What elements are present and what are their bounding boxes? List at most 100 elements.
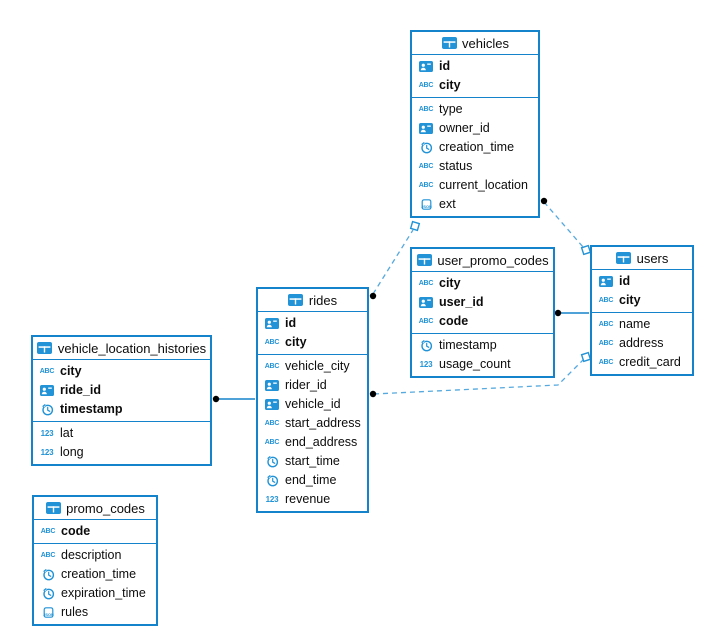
- column-row[interactable]: JSON ext: [412, 195, 538, 214]
- string-type-icon: ABC: [418, 182, 434, 189]
- string-type-icon: ABC: [418, 106, 434, 113]
- column-row[interactable]: id: [592, 272, 692, 291]
- column-name: description: [61, 548, 122, 563]
- column-row[interactable]: end_time: [258, 471, 367, 490]
- column-row[interactable]: creation_time: [34, 565, 156, 584]
- column-name: status: [439, 159, 473, 174]
- timestamp-type-icon: [264, 474, 280, 487]
- timestamp-type-icon: [418, 141, 434, 154]
- table-header[interactable]: promo_codes: [34, 497, 156, 520]
- column-name: type: [439, 102, 463, 117]
- json-type-icon: JSON: [418, 198, 434, 211]
- column-row[interactable]: user_id: [412, 293, 553, 312]
- column-name: creation_time: [61, 567, 137, 582]
- column-name: start_address: [285, 416, 361, 431]
- string-type-icon: ABC: [264, 439, 280, 446]
- column-row[interactable]: ABC vehicle_city: [258, 357, 367, 376]
- table-header[interactable]: rides: [258, 289, 367, 312]
- column-row[interactable]: vehicle_id: [258, 395, 367, 414]
- number-type-icon: 123: [265, 495, 279, 504]
- column-name: ext: [439, 197, 456, 212]
- relationship-vehicles-users: [540, 197, 592, 256]
- column-row[interactable]: ABC end_address: [258, 433, 367, 452]
- column-row[interactable]: expiration_time: [34, 584, 156, 603]
- column-row[interactable]: owner_id: [412, 119, 538, 138]
- timestamp-type-icon: [264, 455, 280, 468]
- column-row[interactable]: ABC description: [34, 546, 156, 565]
- table-header[interactable]: vehicle_location_histories: [33, 337, 210, 360]
- string-type-icon: ABC: [264, 363, 280, 370]
- foreign-key-end-marker: [540, 197, 548, 205]
- column-name: end_time: [285, 473, 337, 488]
- column-row[interactable]: rider_id: [258, 376, 367, 395]
- column-name: creation_time: [439, 140, 515, 155]
- column-row[interactable]: timestamp: [33, 400, 210, 419]
- column-name: rules: [61, 605, 89, 620]
- column-name: id: [439, 59, 451, 74]
- column-name: vehicle_city: [285, 359, 350, 374]
- column-row[interactable]: ABC current_location: [412, 176, 538, 195]
- column-row[interactable]: start_time: [258, 452, 367, 471]
- referenced-end-marker: [409, 220, 421, 232]
- column-name: timestamp: [439, 338, 497, 353]
- column-row[interactable]: ABC type: [412, 100, 538, 119]
- column-name: expiration_time: [61, 586, 146, 601]
- table-title: vehicles: [462, 35, 509, 51]
- column-name: ride_id: [60, 383, 101, 398]
- column-row[interactable]: creation_time: [412, 138, 538, 157]
- number-type-icon: 123: [40, 448, 54, 457]
- timestamp-type-icon: [39, 403, 55, 416]
- timestamp-type-icon: [40, 568, 56, 581]
- table-header[interactable]: vehicles: [412, 32, 538, 55]
- column-row[interactable]: id: [258, 314, 367, 333]
- column-name: id: [285, 316, 297, 331]
- id-badge-icon: [418, 61, 434, 72]
- id-badge-icon: [39, 385, 55, 396]
- table-header[interactable]: user_promo_codes: [412, 249, 553, 272]
- string-type-icon: ABC: [40, 552, 56, 559]
- string-type-icon: ABC: [264, 339, 280, 346]
- column-name: name: [619, 317, 651, 332]
- column-name: current_location: [439, 178, 528, 193]
- column-name: code: [61, 524, 91, 539]
- id-badge-icon: [418, 123, 434, 134]
- column-row[interactable]: ride_id: [33, 381, 210, 400]
- foreign-key-end-marker: [369, 292, 377, 300]
- id-badge-icon: [264, 380, 280, 391]
- column-name: lat: [60, 426, 74, 441]
- table-title: user_promo_codes: [437, 252, 549, 268]
- column-row[interactable]: id: [412, 57, 538, 76]
- column-name: end_address: [285, 435, 358, 450]
- column-row[interactable]: timestamp: [412, 336, 553, 355]
- table-header[interactable]: users: [592, 247, 692, 270]
